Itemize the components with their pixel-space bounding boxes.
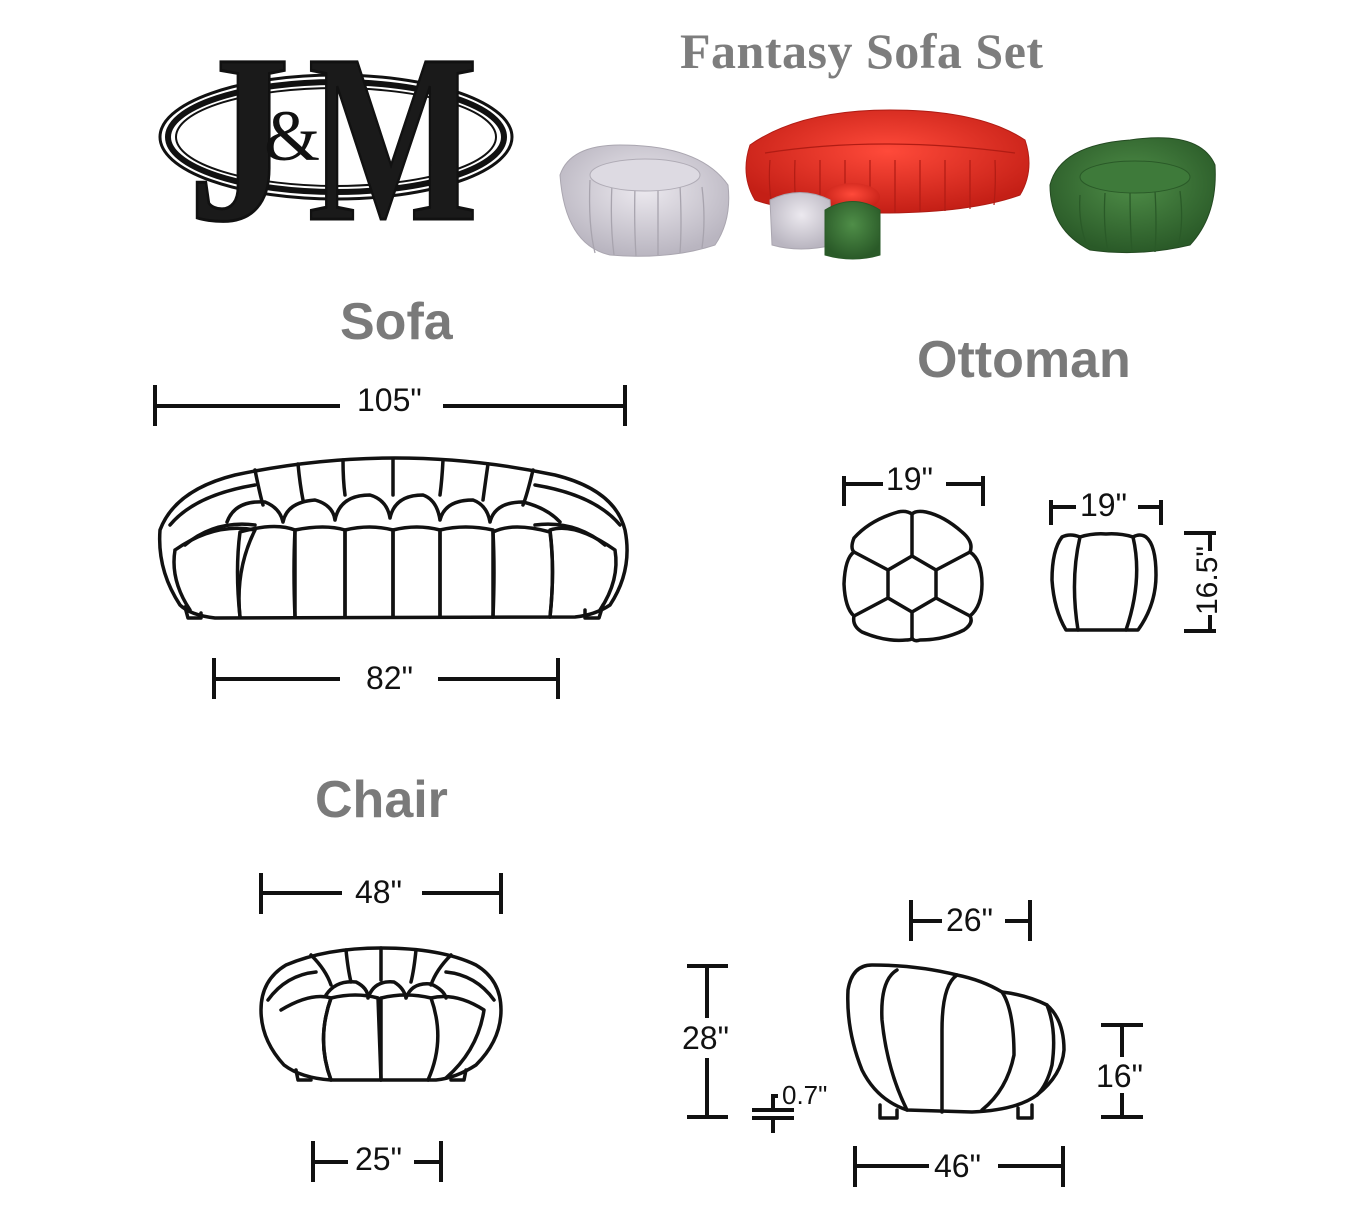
ottoman-side-drawing-icon xyxy=(1050,532,1158,632)
sofa-section-title: Sofa xyxy=(340,293,453,351)
ottoman-section-title: Ottoman xyxy=(917,331,1131,389)
chair-depth-dimension-icon xyxy=(853,1146,1065,1187)
chair-seat-height-dimension-icon xyxy=(1101,1023,1143,1119)
ottoman-side-dimension-icon xyxy=(1049,500,1163,525)
red-sofa-icon xyxy=(745,109,1030,214)
ottoman-side-width-label: 19" xyxy=(1080,487,1127,523)
chair-seat-height-label: 16" xyxy=(1096,1058,1143,1094)
chair-width-dimension-icon xyxy=(259,873,503,914)
chair-width-label: 48" xyxy=(355,874,402,910)
chair-section-title: Chair xyxy=(315,771,448,829)
ottoman-top-dimension-icon xyxy=(842,476,985,506)
logo-ampersand: & xyxy=(264,96,321,176)
chair-leg-height-dimension-icon xyxy=(752,1094,794,1133)
chair-height-label: 28" xyxy=(682,1020,729,1056)
ottomans-icon xyxy=(769,183,881,260)
ottoman-top-drawing-icon xyxy=(842,509,984,643)
logo-letter-m: M xyxy=(307,5,479,271)
chair-side-drawing-icon xyxy=(846,963,1066,1120)
ottoman-height-dimension-icon xyxy=(1184,531,1216,633)
logo-emblem-icon xyxy=(158,73,514,201)
chair-front-drawing-icon xyxy=(259,946,503,1082)
chair-seat-depth-dimension-icon xyxy=(909,900,1032,941)
chair-leg-height-label: 0.7" xyxy=(782,1080,828,1110)
chair-base-width-label: 25" xyxy=(355,1141,402,1177)
logo-letter-j: J xyxy=(187,5,292,271)
sofa-base-width-label: 82" xyxy=(366,660,413,696)
lilac-chair-icon xyxy=(559,144,730,257)
brand-logo: J & M xyxy=(158,17,518,260)
product-photo xyxy=(550,105,1230,260)
chair-height-dimension-icon xyxy=(687,964,728,1119)
page-title: Fantasy Sofa Set xyxy=(680,23,1044,79)
sofa-front-drawing-icon xyxy=(157,456,629,620)
chair-depth-label: 46" xyxy=(934,1148,981,1184)
ottoman-height-label: 16.5" xyxy=(1191,545,1224,615)
sofa-width-dimension-icon xyxy=(153,385,627,426)
chair-base-dimension-icon xyxy=(311,1141,443,1182)
sofa-width-label: 105" xyxy=(357,382,422,418)
chair-seat-depth-label: 26" xyxy=(946,902,993,938)
sofa-set-illustration xyxy=(559,109,1216,260)
sofa-base-dimension-icon xyxy=(212,658,560,699)
green-chair-icon xyxy=(1049,137,1216,254)
ottoman-top-width-label: 19" xyxy=(886,461,933,497)
